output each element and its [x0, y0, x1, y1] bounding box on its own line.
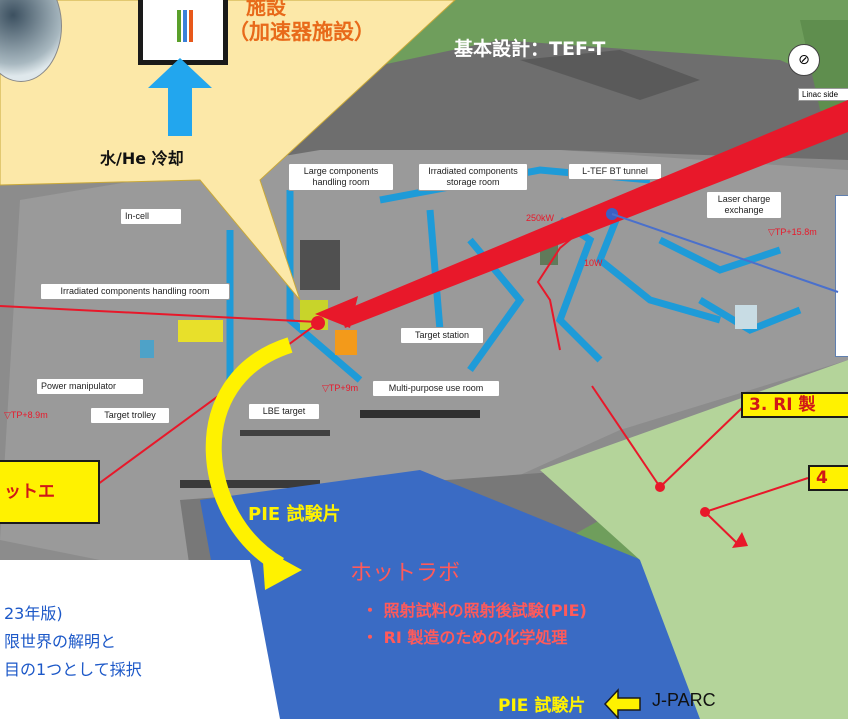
left-text-area [0, 560, 250, 719]
roof-structures [240, 40, 848, 170]
design-title: 基本設計：TEF-T [454, 38, 606, 60]
room-label-lteF-tunnel: L-TEF BT tunnel [568, 163, 662, 180]
jparc-label: J-PARC [652, 690, 716, 710]
left-text-line3: 目の1つとして採択 [4, 660, 142, 679]
level-tp9-mid: ▽TP+9m [322, 383, 359, 393]
hotlab-title: ホットラボ [350, 561, 461, 586]
target-dot [311, 316, 325, 330]
room-label-irradiated-storage: Irradiated components storage room [418, 163, 528, 191]
room-label-laser: Laser charge exchange [706, 191, 782, 219]
level-tp9-left: ▽TP+8.9m [4, 410, 48, 420]
callout-title: （加速器施設） [228, 20, 375, 44]
left-text-line1: 23年版) [4, 604, 63, 623]
hotlab-item-2: ・ RI 製造のための化学処理 [362, 628, 568, 647]
compass-label: Linac side [798, 88, 848, 101]
room-label-multi-purpose: Multi-purpose use room [372, 380, 500, 397]
room-label-large-components: Large components handling room [288, 163, 394, 191]
left-text-line2: 限世界の解明と [4, 632, 117, 651]
room-label-target-trolley: Target trolley [90, 407, 170, 424]
numbered-box-3: 3. RI 製 [741, 392, 848, 418]
room-label-target-station: Target station [400, 327, 484, 344]
info-box-right [835, 195, 848, 357]
level-tp16: ▽TP+15.8m [768, 227, 817, 237]
pie-bottom-label: PIE 試験片 [498, 696, 586, 716]
room-label-lbe-target: LBE target [248, 403, 320, 420]
callout-bubble [0, 0, 456, 301]
hotlab-item-1: ・ 照射試料の照射後試験(PIE) [362, 601, 587, 620]
cooling-label: 水/He 冷却 [100, 149, 184, 168]
room-label-irradiated-handling: Irradiated components handling room [40, 283, 230, 300]
room-label-power-manipulator: Power manipulator [36, 378, 144, 395]
power-250kw: 250kW [526, 213, 555, 223]
callout-title-partial: 施設 [246, 0, 286, 19]
power-10w: 10W [584, 258, 603, 268]
yellow-equipment [178, 320, 223, 342]
coolant-arrow-icon [148, 58, 212, 136]
hotlab-item-1-text: 照射試料の照射後試験(PIE) [383, 601, 587, 620]
compass-icon: ⊘ [788, 44, 820, 76]
room-label-in-cell: In-cell [120, 208, 182, 225]
hotlab-item-2-text: RI 製造のための化学処理 [383, 628, 568, 647]
left-yellow-box: ットエ [0, 460, 100, 524]
numbered-box-4: 4 [808, 465, 848, 491]
pie-label: PIE 試験片 [248, 504, 341, 525]
